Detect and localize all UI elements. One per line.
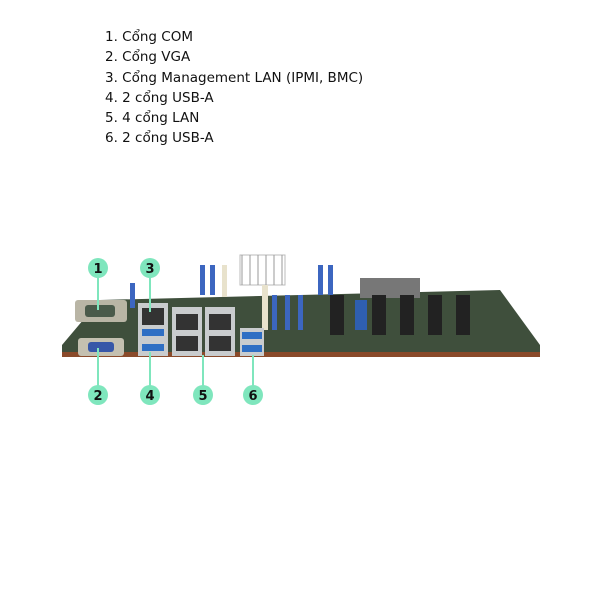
marker-4: 4 [140,385,160,405]
marker-6: 6 [243,385,263,405]
port-legend: 1. Cổng COM 2. Cổng VGA 3. Cổng Manageme… [105,27,363,149]
marker-2: 2 [88,385,108,405]
marker-5: 5 [193,385,213,405]
legend-item-usb-a-2: 6. 2 cổng USB-A [105,130,214,147]
svg-text:5: 5 [198,389,207,404]
legend-item-vga: 2. Cổng VGA [105,49,191,66]
svg-text:1: 1 [93,262,102,277]
legend-item-lan: 5. 4 cổng LAN [105,110,200,127]
svg-text:2: 2 [93,389,102,404]
svg-text:6: 6 [248,389,257,404]
motherboard-photo [62,254,540,357]
legend-item-mgmt-lan: 3. Cổng Management LAN (IPMI, BMC) [105,69,364,86]
svg-text:4: 4 [145,389,154,404]
marker-3: 3 [140,258,160,278]
marker-1: 1 [88,258,108,278]
legend-item-usb-a-1: 4. 2 cổng USB-A [105,89,214,106]
legend-item-com: 1. Cổng COM [105,29,193,45]
svg-text:3: 3 [145,262,154,277]
